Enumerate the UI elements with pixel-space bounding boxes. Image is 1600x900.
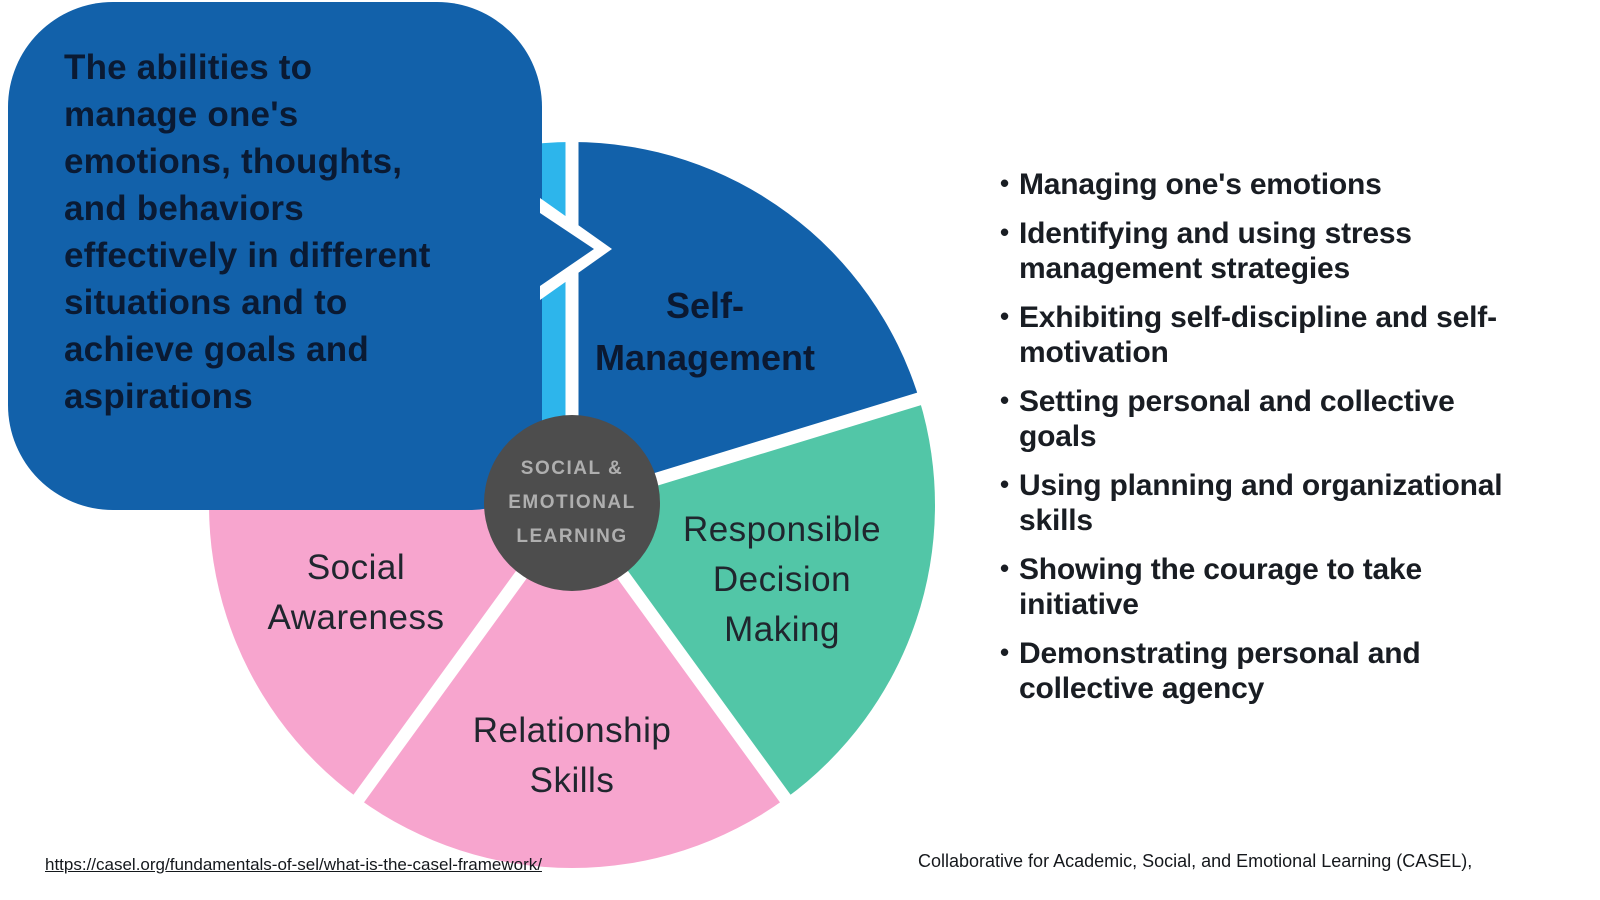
wedge-label-social-awareness: Social Awareness [156, 543, 556, 643]
bullet-text-line: collective agency [1019, 672, 1265, 705]
bubble-text-line: aspirations [64, 377, 253, 416]
bullet-text-line: Using planning and organizational [1019, 469, 1503, 502]
bullet-dot-icon: • [1000, 469, 1010, 499]
center-label-line: LEARNING [516, 526, 628, 547]
wheel-segment-responsible-decision-making [572, 398, 935, 799]
bullet-text-line: Exhibiting self-discipline and self- [1019, 301, 1497, 334]
bubble-text-line: effectively in different [64, 236, 431, 275]
wedge-label-line: Social [306, 548, 406, 587]
list-item: • Demonstrating personal and collective … [1000, 636, 1600, 706]
source-link[interactable]: https://casel.org/fundamentals-of-sel/wh… [45, 855, 542, 874]
bullet-text-line: Demonstrating personal and [1019, 637, 1421, 670]
bubble-tail-triangle [540, 213, 594, 286]
center-label-line: SOCIAL & [520, 458, 624, 479]
wheel-segment-relationship-skills [358, 505, 786, 869]
wedge-label-line: Skills [529, 761, 615, 800]
bullet-text-line: motivation [1019, 336, 1169, 369]
bullet-text-line: goals [1019, 420, 1097, 453]
credit-text: Collaborative for Academic, Social, and … [918, 851, 1473, 871]
wedge-label-self-management: Self- Management [505, 280, 905, 384]
bullet-text-line: management strategies [1019, 252, 1350, 285]
bubble-text-line: achieve goals and [64, 330, 369, 369]
wedge-label-line: Management [594, 337, 816, 378]
list-item: • Managing one's emotions [1000, 167, 1600, 202]
speech-bubble: The abilities to manage one's emotions, … [8, 2, 542, 510]
bullet-text-line: Setting personal and collective [1019, 385, 1455, 418]
wedge-label-line: Self- [665, 285, 744, 326]
bullet-dot-icon: • [1000, 217, 1010, 247]
list-item: • Using planning and organizational skil… [1000, 468, 1600, 538]
bubble-text-line: situations and to [64, 283, 348, 322]
wedge-label-line: Making [724, 610, 840, 649]
wedge-label-relationship-skills: Relationship Skills [372, 706, 772, 806]
bullet-text-line: Identifying and using stress [1019, 217, 1412, 250]
wheel-center-circle: SOCIAL & EMOTIONAL LEARNING [484, 415, 660, 591]
center-label-line: EMOTIONAL [508, 492, 636, 513]
wedge-label-responsible-decision-making: Responsible Decision Making [582, 505, 982, 655]
list-item: • Exhibiting self-discipline and self- m… [1000, 300, 1600, 370]
speech-bubble-text: The abilities to manage one's emotions, … [8, 2, 542, 420]
bullet-text-line: Showing the courage to take [1019, 553, 1422, 586]
list-item: • Showing the courage to take initiative [1000, 552, 1600, 622]
bullet-dot-icon: • [1000, 168, 1010, 198]
wheel-segment-self-management [572, 142, 920, 505]
bullet-text-line: initiative [1019, 588, 1139, 621]
bullet-list: • Managing one's emotions • Identifying … [1000, 167, 1600, 720]
wedge-label-line: Responsible [682, 510, 882, 549]
bubble-text-line: emotions, thoughts, [64, 142, 403, 181]
wedge-label-line: Decision [712, 560, 852, 599]
bubble-text-line: and behaviors [64, 189, 304, 228]
bullet-text-line: Managing one's emotions [1019, 168, 1382, 201]
speech-bubble-tail-icon [540, 198, 612, 300]
wedge-label-line: Awareness [267, 598, 445, 637]
bullet-dot-icon: • [1000, 637, 1010, 667]
bullet-dot-icon: • [1000, 385, 1010, 415]
list-item: • Setting personal and collective goals [1000, 384, 1600, 454]
bullet-dot-icon: • [1000, 553, 1010, 583]
bullet-text-line: skills [1019, 504, 1093, 537]
bullet-dot-icon: • [1000, 301, 1010, 331]
bubble-text-line: manage one's [64, 95, 299, 134]
wedge-label-line: Relationship [472, 711, 672, 750]
bubble-text-line: The abilities to [64, 48, 313, 87]
list-item: • Identifying and using stress managemen… [1000, 216, 1600, 286]
